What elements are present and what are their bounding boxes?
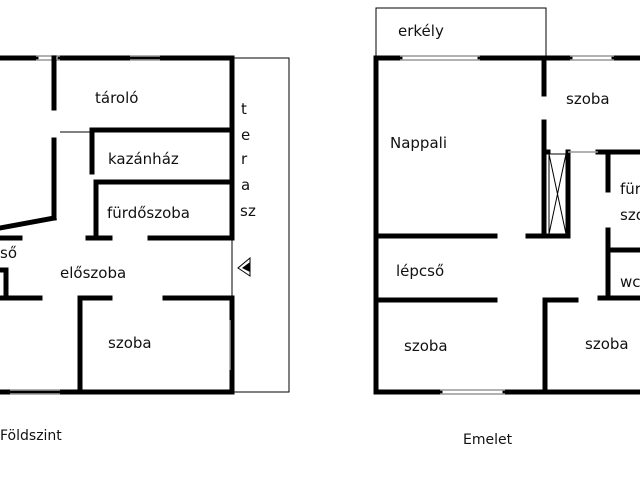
balcony-outline: [375, 7, 547, 58]
wall-stair-step: [0, 267, 9, 301]
ground-floor-plan: tároló kazánház fürdőszoba előszoba szob…: [0, 55, 290, 444]
wall-stair-diag: [0, 215, 57, 231]
label-nappali: Nappali: [390, 134, 447, 152]
svg-text:e: e: [241, 126, 250, 144]
label-bath-fragment-1: für: [620, 180, 640, 198]
wall-rooms-top: [373, 295, 640, 303]
svg-text:s: s: [240, 202, 248, 220]
label-erkely: erkély: [398, 22, 444, 40]
caption-ground-floor: Földszint: [0, 428, 62, 444]
svg-text:t: t: [241, 100, 247, 118]
label-bath-fragment-2: szo: [620, 206, 640, 224]
label-furdoszoba: fürdőszoba: [107, 204, 190, 222]
label-terasz: t e r a s z: [240, 100, 256, 220]
svg-text:a: a: [241, 176, 250, 194]
upper-floor-plan: erkély Nappali szoba für szo wc lépcső s…: [373, 7, 640, 448]
label-tarolo: tároló: [95, 89, 138, 107]
label-szoba-bottom-left: szoba: [404, 337, 448, 355]
label-kazanhaz: kazánház: [108, 150, 179, 168]
label-szoba: szoba: [108, 334, 152, 352]
label-wc-fragment: wc: [620, 273, 640, 291]
label-szoba-top: szoba: [566, 90, 610, 108]
svg-text:z: z: [248, 202, 256, 220]
label-eloszoba: előszoba: [60, 264, 126, 282]
label-szoba-bottom-right: szoba: [585, 335, 629, 353]
shaft: [548, 153, 567, 235]
svg-text:r: r: [241, 150, 248, 168]
label-lepcso: lépcső: [396, 262, 444, 280]
caption-upper-floor: Emelet: [463, 432, 513, 448]
label-stair-fragment: ső: [0, 244, 17, 262]
